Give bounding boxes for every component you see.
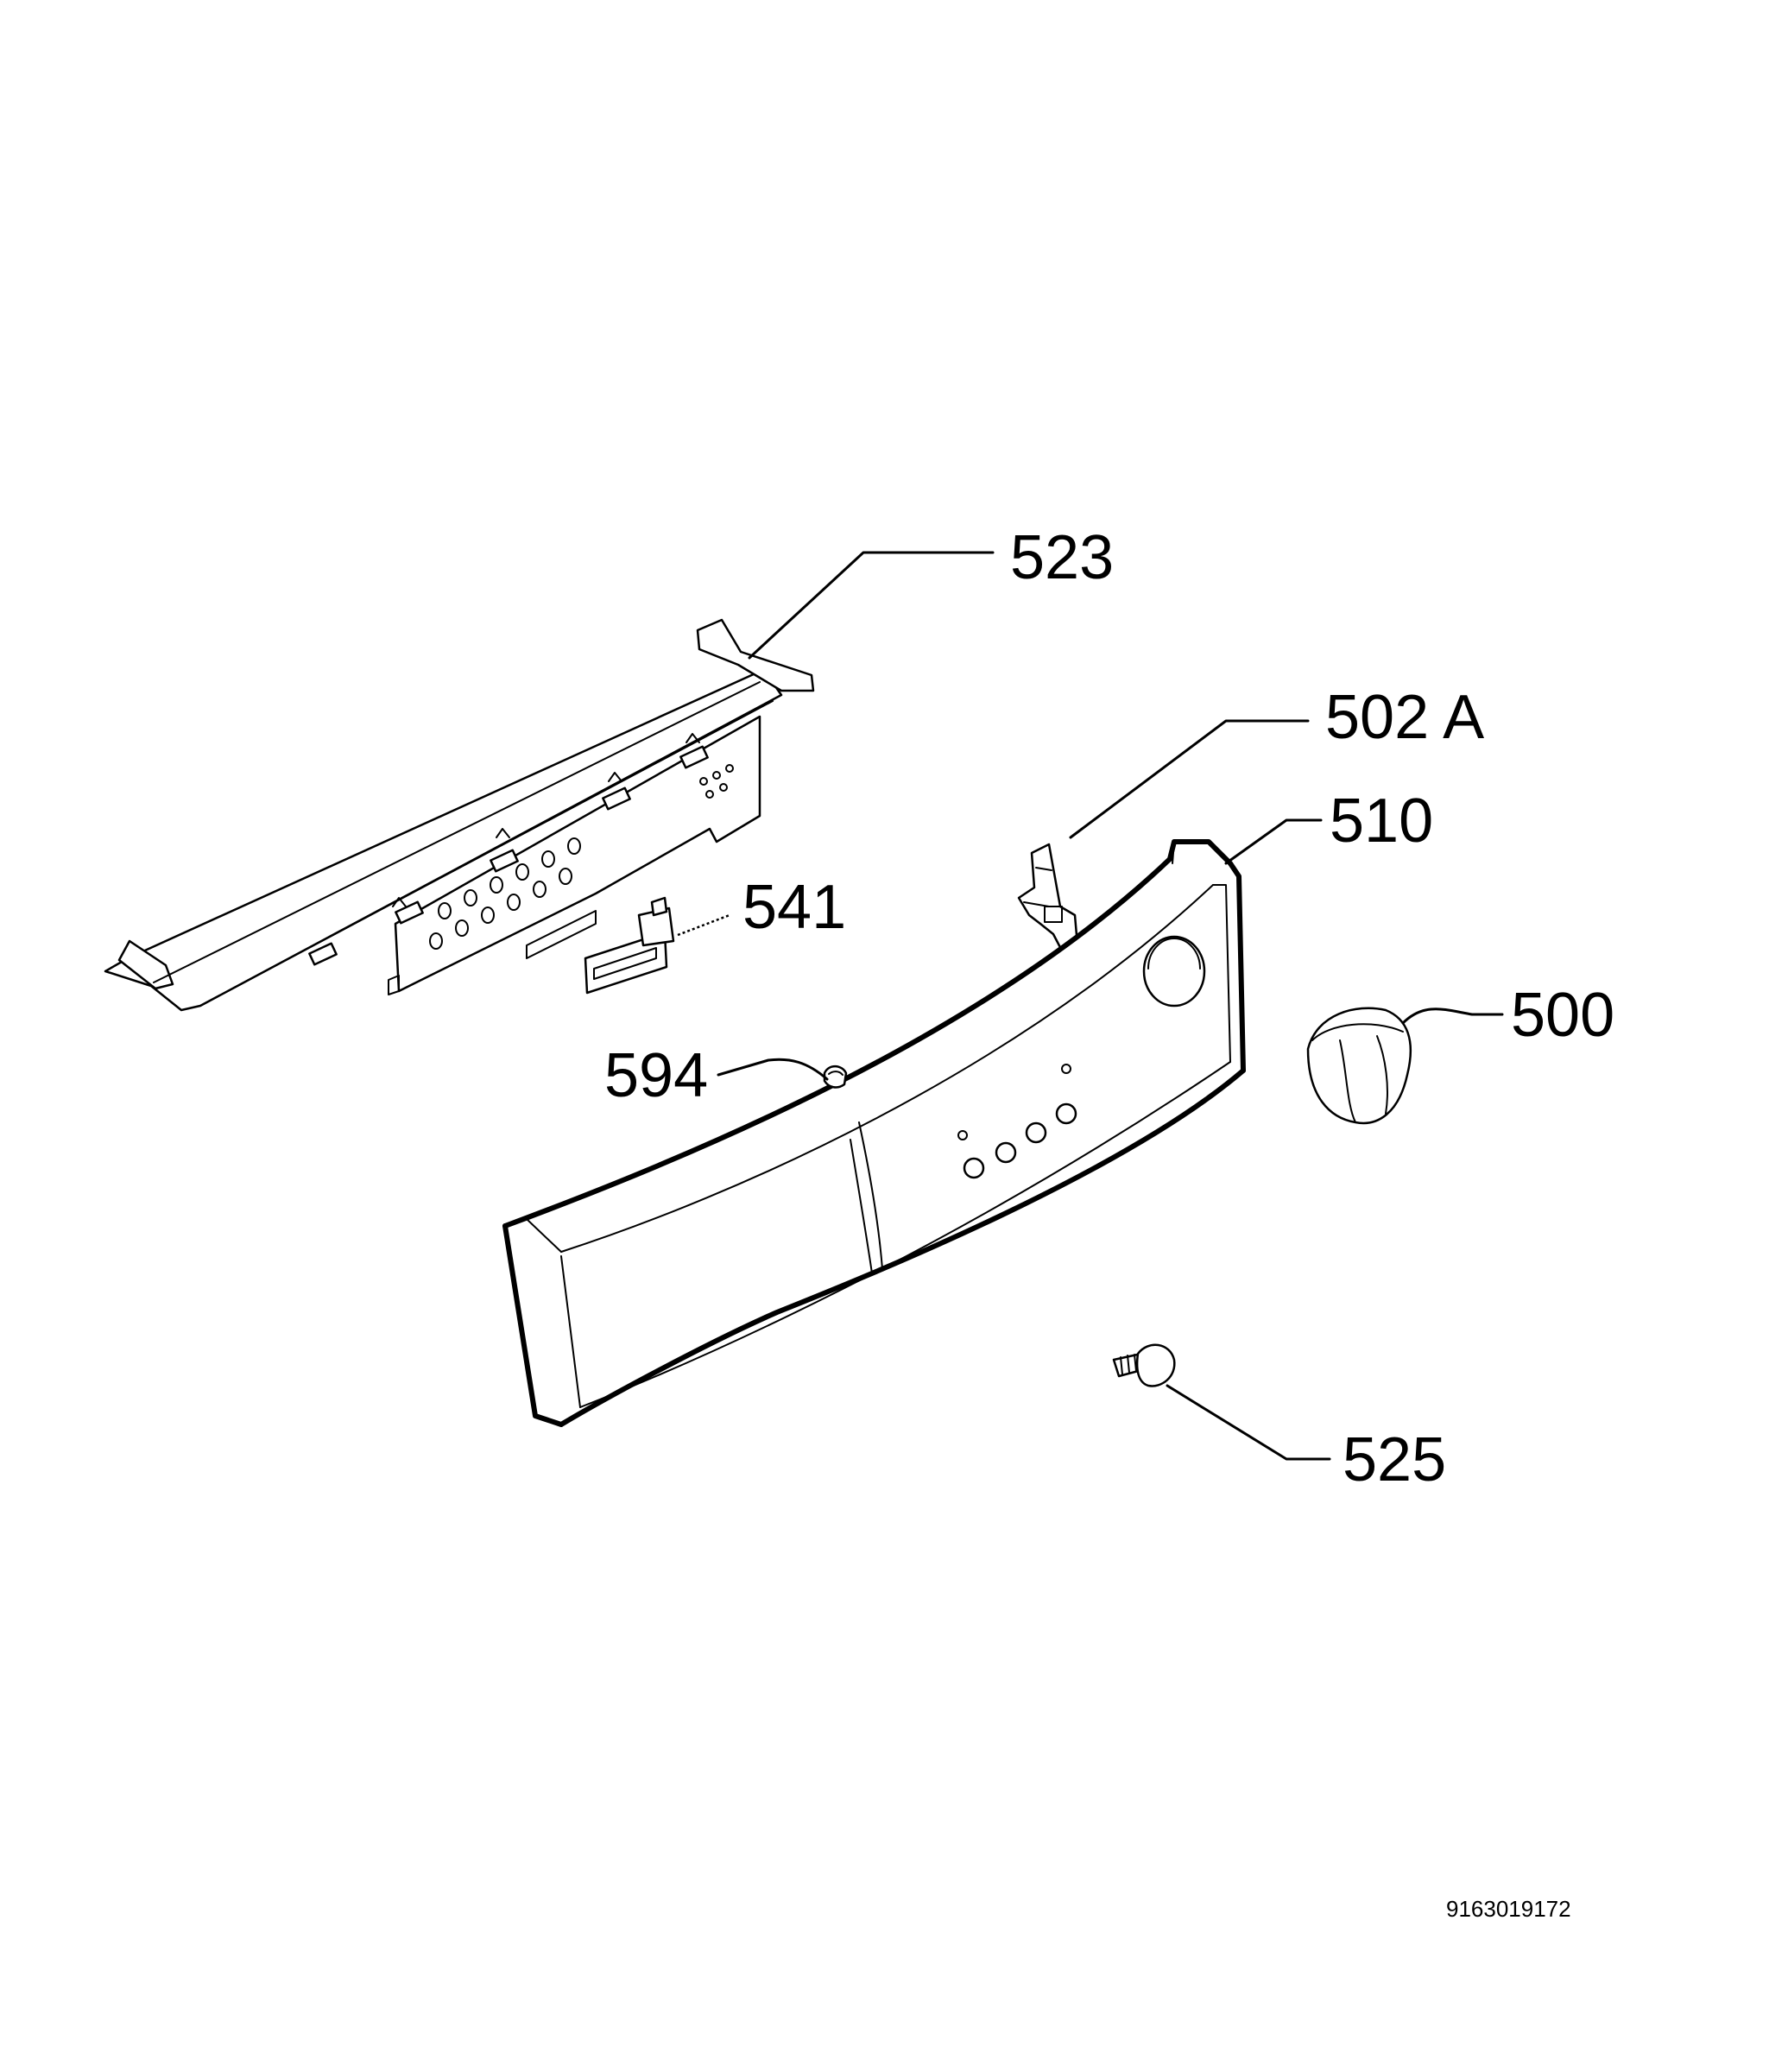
callout-labels: 523 502 A 510 541 500 594 525 9163019172: [604, 523, 1614, 1922]
part-594-bushing: [823, 1064, 848, 1089]
callout-523: 523: [1010, 523, 1114, 592]
document-number: 9163019172: [1446, 1896, 1571, 1922]
leader-502a: [1069, 719, 1310, 839]
callout-541: 541: [742, 873, 846, 942]
callout-502a: 502 A: [1325, 683, 1484, 752]
part-525-pin: [1112, 1343, 1176, 1387]
callout-525: 525: [1343, 1425, 1446, 1494]
leader-510: [1224, 818, 1323, 865]
part-541-switch: [584, 896, 675, 995]
leader-525: [1166, 1384, 1331, 1461]
part-510-control-panel: [502, 839, 1246, 1427]
callout-500: 500: [1511, 981, 1614, 1050]
leader-594: [717, 1058, 829, 1081]
leader-lines: [677, 551, 1504, 1461]
leader-523: [748, 551, 995, 660]
part-523-bracket: [104, 618, 815, 1012]
callout-510: 510: [1330, 786, 1433, 856]
leader-541: [677, 913, 730, 937]
part-502a-clip: [1017, 843, 1079, 956]
callout-594: 594: [604, 1041, 708, 1110]
part-500-knob: [1306, 1007, 1412, 1125]
leader-500: [1401, 1008, 1504, 1025]
